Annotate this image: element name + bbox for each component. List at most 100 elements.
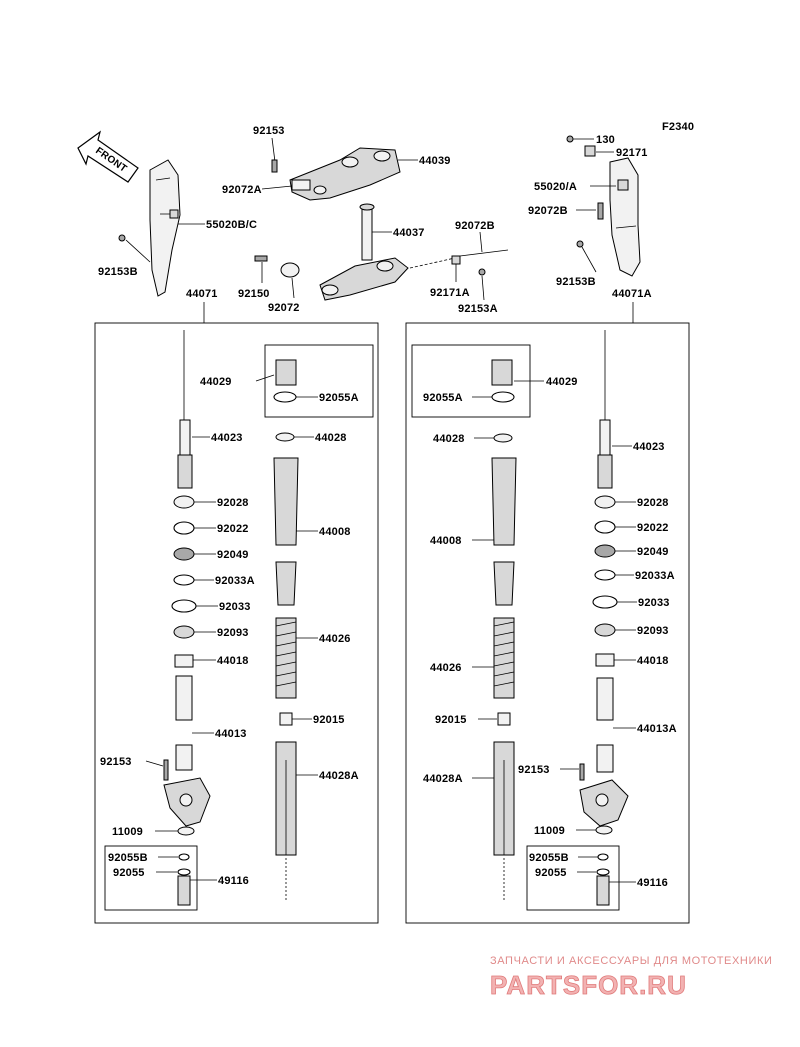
right-gasket-11009 — [595, 825, 613, 835]
right-valve-49116 — [596, 875, 610, 906]
label-left-92049: 92049 — [217, 549, 249, 561]
label-92072b-top: 92072B — [455, 220, 495, 232]
label-right-92033: 92033 — [638, 597, 670, 609]
bolt-92153b-left — [118, 234, 126, 242]
bolt-130 — [566, 135, 574, 143]
left-valve-49116 — [177, 875, 191, 906]
left-outer-tube — [273, 457, 299, 606]
left-damper-rod — [177, 330, 193, 489]
label-right-92055a: 92055A — [423, 392, 463, 404]
label-right-11009: 11009 — [534, 825, 565, 837]
left-ring-92033 — [171, 599, 197, 613]
label-92150: 92150 — [238, 288, 270, 300]
label-left-44008: 44008 — [319, 526, 351, 538]
left-seal-92049 — [173, 547, 195, 561]
label-left-92153: 92153 — [100, 756, 132, 768]
label-92072a: 92072A — [222, 184, 262, 196]
label-left-44029: 44029 — [200, 376, 232, 388]
label-left-92028: 92028 — [217, 497, 249, 509]
label-right-92093: 92093 — [637, 625, 669, 637]
label-right-49116: 49116 — [637, 877, 668, 889]
right-bushing-44018 — [595, 653, 615, 667]
label-left-92015: 92015 — [313, 714, 345, 726]
label-right-44028: 44028 — [433, 433, 465, 445]
label-left-44013: 44013 — [215, 728, 247, 740]
left-ring-92022 — [173, 521, 195, 535]
right-bolt-92153 — [579, 763, 585, 781]
label-92153-top: 92153 — [253, 125, 285, 137]
left-collar-44028 — [275, 432, 295, 442]
label-left-44028: 44028 — [315, 432, 347, 444]
bolt-92150 — [254, 255, 268, 262]
label-right-92033a: 92033A — [635, 570, 675, 582]
left-oring-92055a — [273, 391, 297, 403]
figure-code: F2340 — [662, 121, 694, 133]
watermark-tagline: ЗАПЧАСТИ И АКСЕССУАРЫ ДЛЯ МОТОТЕХНИКИ — [490, 955, 772, 967]
label-92171: 92171 — [616, 147, 648, 159]
bolt-92153 — [271, 159, 278, 173]
label-right-92022: 92022 — [637, 522, 669, 534]
right-seal-92093 — [594, 623, 616, 637]
right-oring-92055 — [596, 868, 610, 876]
right-ring-92022 — [594, 520, 616, 534]
right-clip-92033a — [594, 569, 616, 581]
label-left-92093: 92093 — [217, 627, 249, 639]
label-left-44026: 44026 — [319, 633, 351, 645]
right-axle-bracket — [579, 779, 629, 827]
label-right-44029: 44029 — [546, 376, 578, 388]
left-cap-subbox — [264, 344, 374, 418]
label-left-92055a: 92055A — [319, 392, 359, 404]
label-92153b-left: 92153B — [98, 266, 138, 278]
right-inner-tube — [596, 677, 614, 773]
label-55020bc: 55020B/C — [206, 219, 257, 231]
left-oring-92055b — [178, 853, 190, 861]
label-right-44018: 44018 — [637, 655, 669, 667]
upper-triple-clamp — [289, 147, 401, 201]
label-44071: 44071 — [186, 288, 218, 300]
left-spring — [275, 617, 297, 699]
left-bolt-92153 — [163, 759, 169, 781]
label-44039: 44039 — [419, 155, 451, 167]
bolt-92072b — [597, 202, 604, 220]
label-92171a: 92171A — [430, 287, 470, 299]
label-44037: 44037 — [393, 227, 425, 239]
label-right-92055: 92055 — [535, 867, 567, 879]
label-right-92055b: 92055B — [529, 852, 569, 864]
left-cap-bolt — [275, 359, 297, 386]
left-nut-92015 — [279, 712, 293, 726]
right-spring — [493, 617, 515, 699]
right-ring-92033 — [592, 595, 618, 609]
left-bushing-44018 — [174, 654, 194, 668]
label-92153a: 92153A — [458, 303, 498, 315]
label-left-92033a: 92033A — [215, 575, 255, 587]
left-gasket-11009 — [177, 826, 195, 836]
left-fork-box — [94, 322, 379, 924]
label-right-92028: 92028 — [637, 497, 669, 509]
label-left-92033: 92033 — [219, 601, 251, 613]
label-right-92015: 92015 — [435, 714, 467, 726]
right-outer-tube — [491, 457, 517, 606]
left-clip-92033a — [173, 574, 195, 586]
label-left-44028a: 44028A — [319, 770, 359, 782]
right-collar-44028 — [493, 433, 513, 443]
label-92072: 92072 — [268, 302, 300, 314]
label-left-44023: 44023 — [211, 432, 243, 444]
right-valve-subbox — [526, 845, 620, 911]
label-right-44023: 44023 — [633, 441, 665, 453]
label-right-44026: 44026 — [430, 662, 462, 674]
steering-stem — [319, 203, 409, 301]
label-left-44018: 44018 — [217, 655, 249, 667]
label-92153b-right: 92153B — [556, 276, 596, 288]
right-cap-bolt — [491, 359, 513, 386]
bolt-92153a — [478, 268, 486, 276]
fork-cover-right — [609, 157, 641, 277]
label-left-49116: 49116 — [218, 875, 249, 887]
right-fork-box — [405, 322, 690, 924]
right-nut-92015 — [497, 712, 511, 726]
label-left-11009: 11009 — [112, 826, 143, 838]
right-seal-92028 — [594, 495, 616, 509]
label-left-92055: 92055 — [113, 867, 145, 879]
label-right-44013a: 44013A — [637, 723, 677, 735]
front-direction-arrow: FRONT — [77, 130, 139, 183]
